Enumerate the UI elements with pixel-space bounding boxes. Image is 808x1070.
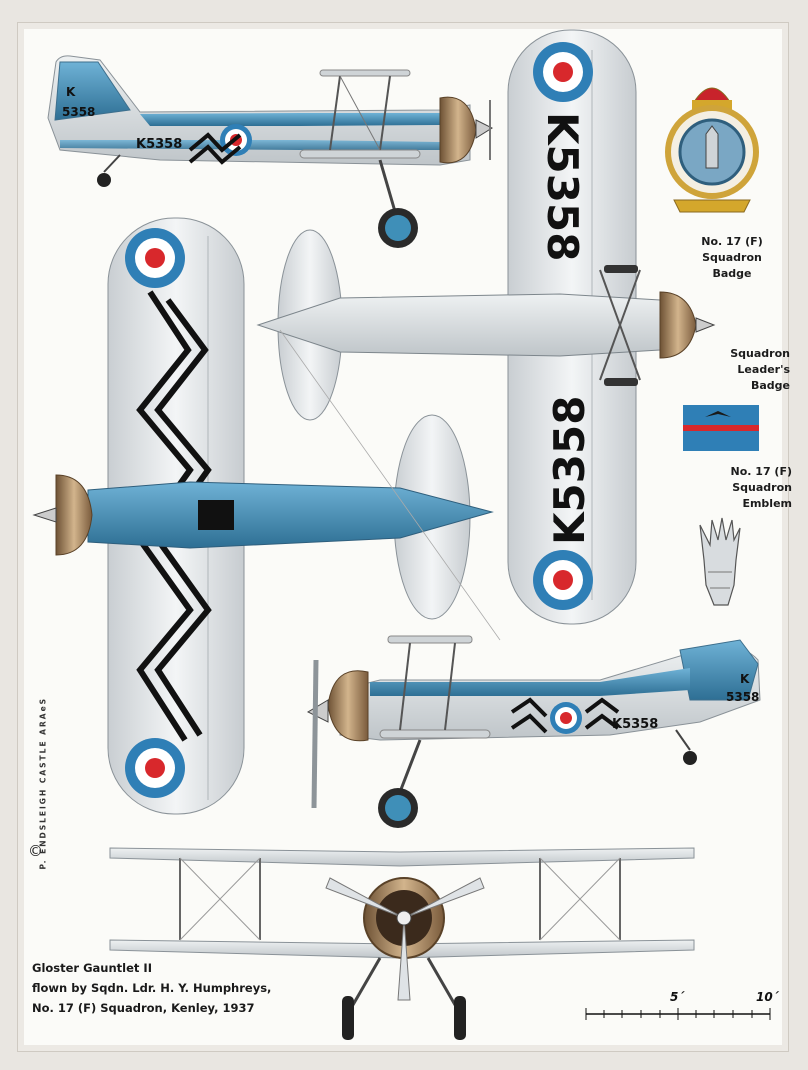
leader-caption-line2: Leader's (737, 363, 790, 376)
squadron-badge-image (665, 87, 759, 213)
scale-label-5: 5´ (670, 990, 685, 1004)
badge-caption-line2: Badge (712, 267, 752, 280)
emblem-caption-line1: No. 17 (F) Squadron (730, 465, 792, 494)
title-line-pilot: flown by Sqdn. Ldr. H. Y. Humphreys, (32, 981, 272, 995)
scale-label-10: 10´ (756, 990, 779, 1004)
gauntlet-emblem-image (699, 517, 741, 606)
title-line-unit: No. 17 (F) Squadron, Kenley, 1937 (32, 1001, 255, 1015)
copyright-symbol: © (28, 842, 43, 860)
plan-view-top: K5358 K5358 (256, 29, 716, 625)
emblem-caption-line2: Emblem (742, 497, 792, 510)
plate-title: Gloster Gauntlet II flown by Sqdn. Ldr. … (32, 958, 271, 1018)
emblem-caption: No. 17 (F) Squadron Emblem (672, 464, 792, 512)
fin-code-number: 5358 (62, 105, 95, 119)
fuselage-serial-text: K5358 (136, 137, 182, 152)
side-view-right-profile: K5358 K 5358 (306, 635, 761, 828)
badge-caption-line1: No. 17 (F) Squadron (701, 235, 763, 264)
top-wing-serial-upper: K5358 (538, 112, 587, 261)
side-view-left-profile: K5358 K 5358 (47, 55, 494, 248)
title-line-aircraft: Gloster Gauntlet II (32, 961, 152, 975)
right-fin-code-number: 5358 (726, 690, 759, 704)
leader-caption-line1: Squadron (730, 347, 790, 360)
badge-caption: No. 17 (F) Squadron Badge (672, 234, 792, 282)
leader-caption-line3: Badge (750, 379, 790, 392)
leader-badge-caption: Squadron Leader's Badge (700, 346, 790, 394)
right-fuselage-serial-text: K5358 (612, 717, 658, 732)
front-view (109, 847, 695, 1040)
squadron-leader-pennant (683, 405, 759, 451)
fin-code-letter: K (66, 85, 76, 99)
right-fin-code-letter: K (740, 672, 750, 686)
scale-bar (585, 1008, 771, 1020)
top-wing-serial-lower: K5358 (545, 396, 594, 545)
plan-view-under (32, 217, 501, 815)
